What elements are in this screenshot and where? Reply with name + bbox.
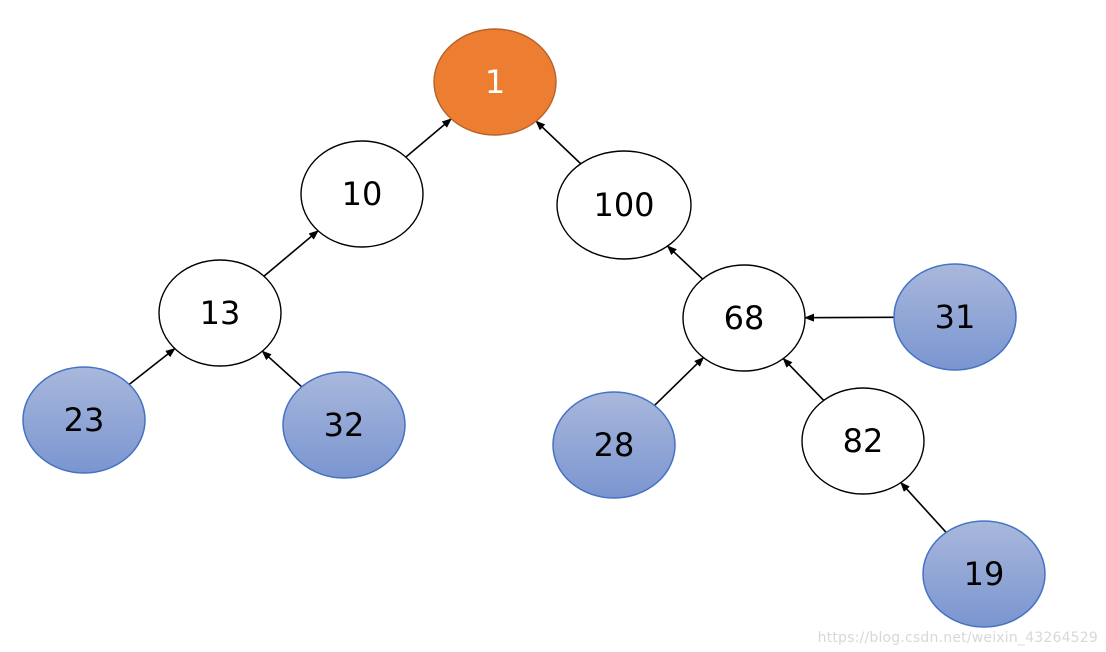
node-31-ellipse xyxy=(893,263,1017,371)
node-82: 82 xyxy=(801,387,925,495)
node-13-ellipse xyxy=(158,259,282,367)
node-82-label: 82 xyxy=(843,422,884,460)
node-10: 10 xyxy=(300,140,424,248)
node-19-label: 19 xyxy=(964,555,1005,593)
node-68: 68 xyxy=(682,264,806,372)
edges xyxy=(128,118,947,533)
nodes: 1 10 100 13 68 82 23 32 28 31 19 xyxy=(22,28,1046,628)
node-31-label: 31 xyxy=(935,298,976,336)
node-68-ellipse xyxy=(682,264,806,372)
node-10-label: 10 xyxy=(342,175,383,213)
node-100: 100 xyxy=(556,150,692,260)
node-31: 31 xyxy=(893,263,1017,371)
node-28-ellipse xyxy=(552,391,676,499)
edge-23-to-13 xyxy=(128,347,176,386)
node-19: 19 xyxy=(922,520,1046,628)
node-13: 13 xyxy=(158,259,282,367)
node-32-ellipse xyxy=(282,371,406,479)
node-23-label: 23 xyxy=(64,401,105,439)
edge-10-to-1 xyxy=(405,118,452,158)
edge-68-to-100 xyxy=(666,245,704,280)
node-13-label: 13 xyxy=(200,294,241,332)
edge-13-to-10 xyxy=(263,230,319,277)
node-23-ellipse xyxy=(22,366,146,474)
edge-100-to-1 xyxy=(535,120,582,165)
node-100-ellipse xyxy=(556,150,692,260)
edge-19-to-82 xyxy=(900,481,947,533)
node-82-ellipse xyxy=(801,387,925,495)
node-1-label: 1 xyxy=(485,63,505,101)
edge-32-to-13 xyxy=(261,350,303,388)
node-28-label: 28 xyxy=(594,426,635,464)
node-28: 28 xyxy=(552,391,676,499)
node-68-label: 68 xyxy=(724,299,765,337)
node-100-label: 100 xyxy=(593,186,654,224)
node-19-ellipse xyxy=(922,520,1046,628)
node-23: 23 xyxy=(22,366,146,474)
edge-28-to-68 xyxy=(653,356,705,406)
node-10-ellipse xyxy=(300,140,424,248)
watermark: https://blog.csdn.net/weixin_43264529 xyxy=(817,630,1098,646)
node-1-ellipse xyxy=(433,28,557,136)
node-32-label: 32 xyxy=(324,406,365,444)
edge-82-to-68 xyxy=(782,357,825,401)
node-32: 32 xyxy=(282,371,406,479)
node-1: 1 xyxy=(433,28,557,136)
